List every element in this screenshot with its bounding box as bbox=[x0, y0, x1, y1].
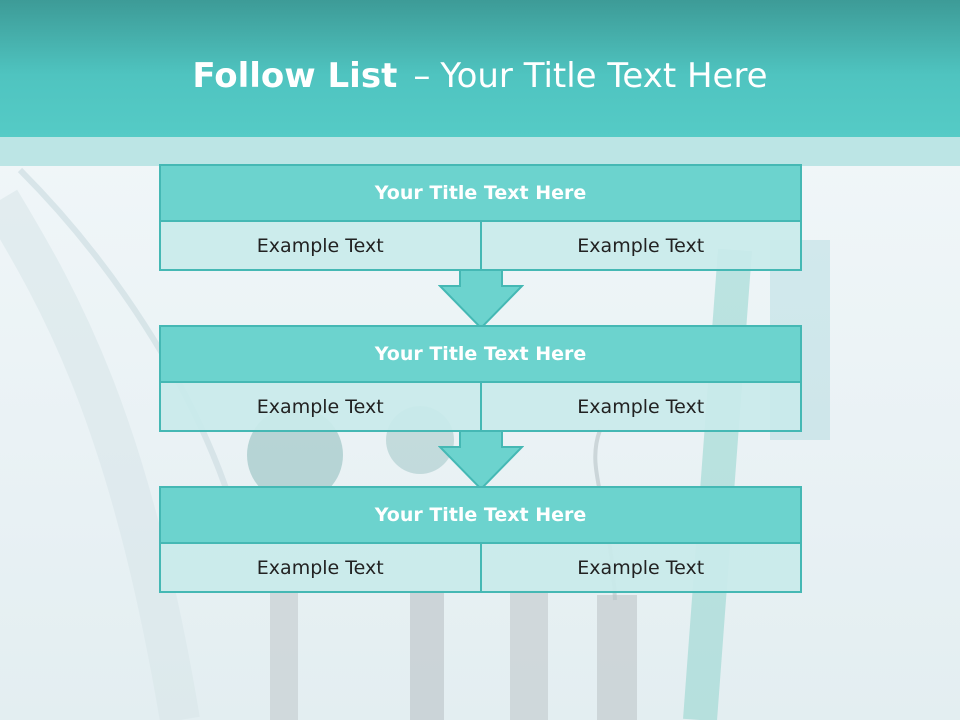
block-row: Example Text Example Text bbox=[161, 222, 800, 269]
slide-title: Follow List–Your Title Text Here bbox=[0, 54, 960, 98]
title-separator: – bbox=[413, 56, 431, 96]
flow-block-2: Your Title Text Here Example Text Exampl… bbox=[159, 325, 802, 432]
block-cell-left: Example Text bbox=[161, 222, 480, 269]
title-rest: Your Title Text Here bbox=[440, 56, 768, 96]
flow-block-3: Your Title Text Here Example Text Exampl… bbox=[159, 486, 802, 593]
block-row: Example Text Example Text bbox=[161, 383, 800, 430]
block-heading: Your Title Text Here bbox=[161, 488, 800, 544]
header-band bbox=[0, 137, 960, 166]
block-cell-right: Example Text bbox=[479, 383, 800, 430]
down-arrow-icon bbox=[438, 431, 524, 491]
title-bold: Follow List bbox=[192, 56, 398, 96]
block-cell-left: Example Text bbox=[161, 544, 480, 591]
flow-block-1: Your Title Text Here Example Text Exampl… bbox=[159, 164, 802, 271]
block-heading: Your Title Text Here bbox=[161, 327, 800, 383]
slide-header bbox=[0, 0, 960, 137]
block-cell-right: Example Text bbox=[479, 544, 800, 591]
block-cell-left: Example Text bbox=[161, 383, 480, 430]
block-row: Example Text Example Text bbox=[161, 544, 800, 591]
down-arrow-icon bbox=[438, 270, 524, 330]
block-cell-right: Example Text bbox=[479, 222, 800, 269]
block-heading: Your Title Text Here bbox=[161, 166, 800, 222]
